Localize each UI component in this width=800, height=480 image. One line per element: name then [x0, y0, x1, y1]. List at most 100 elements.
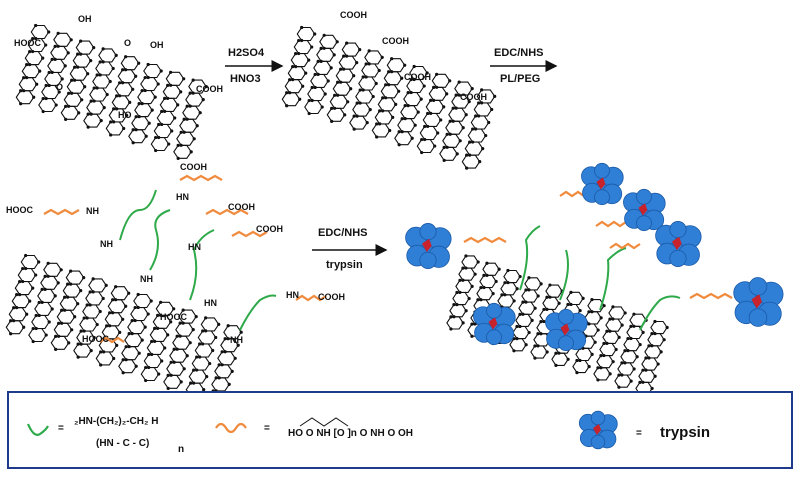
carbon-atom — [130, 331, 134, 336]
hex-ring — [133, 293, 152, 309]
carbon-atom — [605, 329, 609, 333]
carbon-atom — [310, 45, 314, 49]
hex-ring — [107, 299, 127, 314]
carbon-atom — [47, 83, 51, 88]
hex-ring — [533, 333, 551, 347]
trypsin-molecule — [578, 410, 618, 450]
carbon-atom — [217, 376, 221, 380]
carbon-atom — [358, 48, 362, 52]
carbon-atom — [59, 268, 63, 272]
carbon-atom — [172, 360, 176, 364]
carbon-atom — [425, 71, 429, 75]
carbon-atom — [355, 61, 359, 65]
carbon-atom — [64, 117, 68, 121]
hex-ring — [296, 26, 316, 42]
carbon-atom — [377, 68, 381, 73]
carbon-atom — [192, 368, 196, 372]
carbon-atom — [85, 303, 89, 307]
carbon-atom — [114, 285, 118, 289]
carbon-atom — [122, 126, 126, 131]
trypsin-active-site — [560, 323, 570, 336]
carbon-atom — [485, 273, 489, 277]
carbon-atom — [156, 313, 160, 317]
hex-ring — [386, 58, 406, 73]
trypsin-lobe — [590, 410, 606, 426]
hex-ring — [118, 359, 137, 374]
carbon-atom — [15, 293, 19, 297]
carbon-atom — [578, 308, 582, 313]
hex-ring — [79, 317, 98, 332]
carbon-atom — [506, 281, 510, 285]
hex-ring — [149, 327, 169, 342]
hex-ring — [30, 24, 50, 40]
carbon-atom — [512, 299, 516, 303]
carbon-atom — [294, 52, 298, 56]
carbon-atom — [98, 73, 102, 77]
hex-ring — [62, 283, 82, 298]
carbon-atom — [204, 329, 208, 333]
functionalized-graphene-sheet — [5, 253, 243, 406]
oh-label: OH — [150, 40, 164, 50]
hex-ring — [72, 53, 92, 68]
hex-ring — [34, 301, 53, 316]
carbon-atom — [368, 108, 372, 112]
carbon-atom — [494, 279, 498, 284]
hex-ring — [188, 369, 208, 384]
carbon-atom — [620, 323, 624, 327]
carbon-atom — [41, 109, 45, 114]
carbon-atom — [294, 64, 298, 69]
carbon-atom — [179, 90, 183, 94]
hex-ring — [509, 338, 527, 352]
hex-ring — [134, 103, 153, 118]
hex-ring — [497, 294, 515, 308]
graphene-oxide-labels: OH HOOC OH O O COOH HO — [14, 14, 223, 120]
carbon-atom — [400, 130, 404, 134]
carbon-atom — [336, 80, 340, 84]
carbon-atom — [92, 86, 96, 90]
carbon-atom — [114, 298, 118, 302]
carbon-atom — [397, 89, 401, 93]
carbon-atom — [449, 315, 453, 319]
hex-ring — [458, 267, 476, 281]
hex-ring — [566, 291, 584, 306]
carbon-atom — [285, 104, 289, 108]
trypsin-molecule — [623, 188, 666, 232]
carbon-atom — [189, 150, 193, 154]
carbon-atom — [85, 316, 89, 320]
carbon-atom — [160, 109, 164, 114]
carbon-atom — [548, 295, 552, 299]
carbon-atom — [146, 62, 150, 67]
carbon-atom — [192, 381, 196, 385]
trypsin-active-site — [488, 317, 498, 330]
hex-ring — [127, 320, 146, 335]
trypsin-molecules — [405, 162, 784, 352]
carbon-atom — [144, 378, 148, 383]
carbon-atom — [67, 91, 71, 95]
carbon-atom — [195, 124, 199, 128]
carbon-atom — [201, 329, 205, 333]
carbon-atom — [172, 307, 176, 311]
hex-ring — [37, 288, 56, 303]
carbon-atom — [632, 312, 636, 316]
carbon-atom — [361, 88, 365, 92]
hex-ring — [638, 369, 656, 383]
hex-ring — [605, 318, 623, 332]
trypsin-molecule — [655, 221, 702, 267]
carbon-atom — [476, 260, 480, 264]
carbon-atom — [390, 57, 394, 61]
carbon-atom — [391, 115, 395, 119]
carbon-atom — [590, 352, 594, 356]
hex-ring — [419, 125, 439, 141]
hex-ring — [155, 301, 175, 316]
carbon-atom — [406, 103, 410, 108]
carbon-atom — [82, 316, 86, 320]
carbon-atom — [349, 87, 353, 91]
hex-ring — [364, 50, 383, 65]
carbon-atom — [650, 332, 654, 336]
carbon-atom — [605, 341, 609, 345]
carbon-atom — [134, 74, 138, 78]
trypsin-lobe — [486, 302, 502, 319]
hex-ring — [179, 118, 198, 133]
hex-ring — [521, 289, 539, 303]
